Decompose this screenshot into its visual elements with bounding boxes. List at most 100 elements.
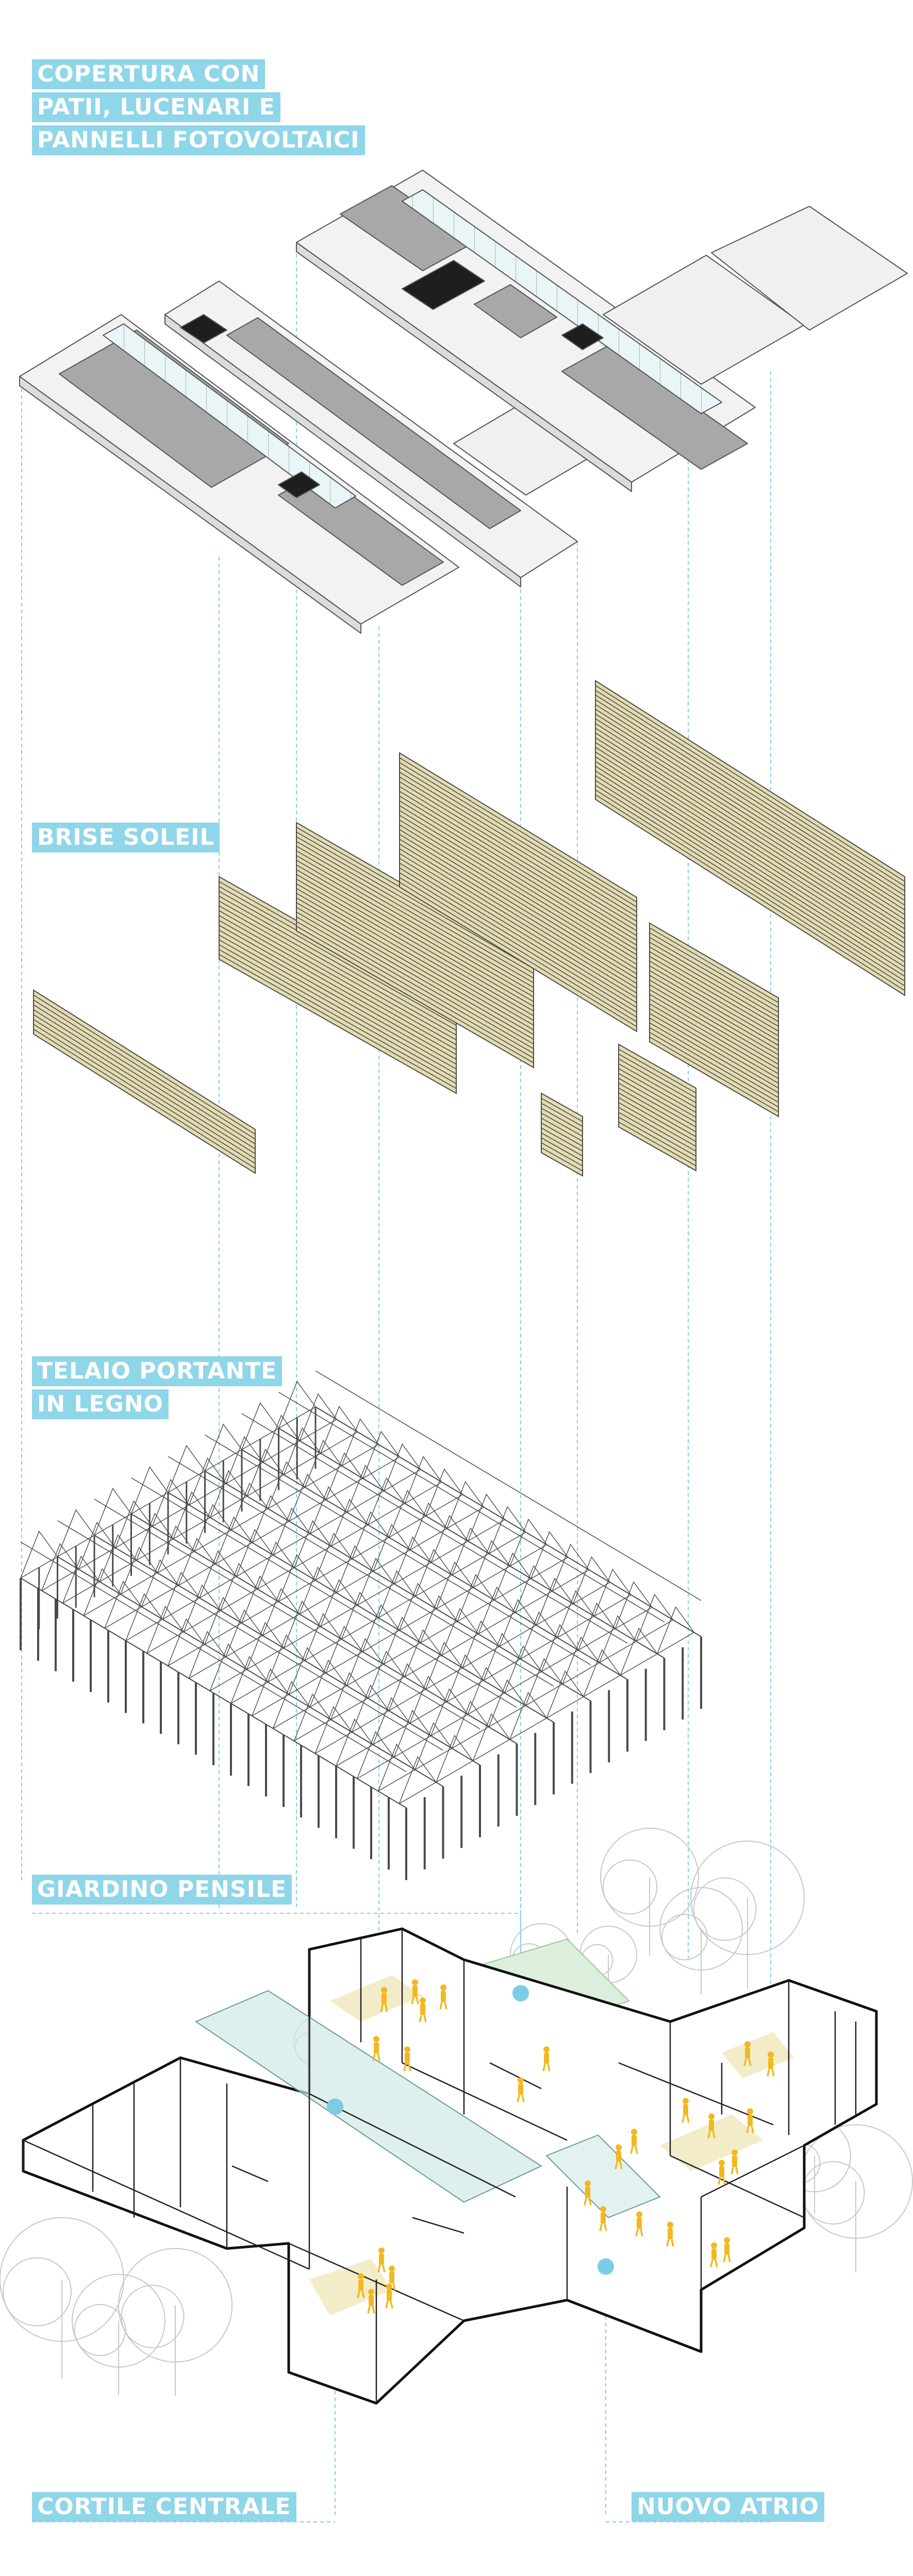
brise-slat: [618, 1097, 696, 1142]
truss: [352, 1511, 390, 1559]
brise-slat: [33, 1024, 256, 1164]
truss: [372, 1697, 410, 1745]
truss: [230, 1655, 269, 1704]
person-leg: [715, 2259, 718, 2268]
person-leg: [751, 2125, 754, 2134]
truss: [499, 1599, 537, 1647]
person-leg: [619, 2161, 623, 2170]
brise-soleil-label: BRISE SOLEIL: [32, 823, 220, 852]
brise-slat: [649, 927, 779, 1003]
brise-slat: [399, 791, 637, 936]
garden-label: GIARDINO PENSILE: [32, 1875, 292, 1905]
wall: [402, 2062, 568, 2141]
truss: [493, 1552, 532, 1600]
brise-slat: [595, 765, 905, 963]
frame-beam: [315, 1406, 702, 1637]
truss: [378, 1570, 416, 1618]
truss: [314, 1706, 353, 1754]
truss: [573, 1556, 610, 1604]
brise-slat: [649, 951, 779, 1027]
person-leg: [547, 2063, 551, 2072]
person-head: [386, 2284, 392, 2290]
brise-slat: [649, 1008, 779, 1084]
brise-slat: [296, 888, 534, 1026]
truss: [314, 1532, 353, 1581]
pv-panel: [474, 284, 557, 338]
person-body: [379, 2254, 384, 2265]
truss: [409, 1502, 447, 1550]
person-body: [709, 2120, 714, 2131]
truss: [425, 1642, 463, 1689]
person-leg: [771, 2069, 775, 2077]
brise-slat: [296, 860, 534, 997]
person-leg: [712, 2130, 716, 2139]
patio-opening: [278, 471, 320, 498]
brise-slat: [296, 864, 534, 1002]
truss: [388, 1489, 426, 1538]
brise-slat: [399, 795, 637, 941]
brise-slat: [595, 737, 905, 934]
person-leg: [599, 2223, 603, 2232]
brise-slat: [399, 867, 637, 1013]
person-body: [632, 2135, 637, 2146]
truss: [536, 1578, 574, 1626]
floor-tint: [330, 1975, 423, 2022]
truss: [530, 1531, 569, 1579]
person-leg: [521, 2094, 525, 2103]
person-head: [389, 2266, 395, 2272]
person-head: [412, 1979, 418, 1986]
roof-layer: [19, 170, 908, 634]
brise-slat: [33, 999, 256, 1140]
wall: [618, 2062, 774, 2126]
truss: [325, 1452, 363, 1500]
person-body: [768, 2058, 773, 2069]
person-leg: [416, 1996, 419, 2005]
truss: [541, 1624, 579, 1672]
brise-slat: [219, 925, 457, 1060]
brise-slat: [595, 770, 905, 967]
tree-canopy: [661, 1914, 708, 1960]
brise-slat: [399, 762, 637, 908]
person-leg: [604, 2223, 607, 2232]
floor-tint: [722, 2032, 794, 2078]
person-leg: [439, 2001, 443, 2010]
tree-canopy: [121, 2285, 185, 2349]
truss: [62, 1555, 100, 1603]
person-body: [369, 2295, 374, 2306]
person-leg: [372, 2053, 376, 2061]
brise-slat: [399, 805, 637, 950]
brise-slat: [595, 761, 905, 958]
person-head: [631, 2129, 637, 2135]
brise-slat: [399, 858, 637, 1003]
person-leg: [743, 2058, 747, 2066]
brise-slat: [296, 878, 534, 1016]
truss: [188, 1631, 226, 1679]
truss: [309, 1486, 347, 1534]
person-head: [373, 2036, 379, 2042]
truss: [173, 1491, 211, 1539]
truss: [599, 1615, 637, 1663]
garden-marker: [512, 1985, 529, 2001]
brise-slat: [33, 1004, 256, 1145]
brise-slat: [399, 824, 637, 970]
brise-slat: [649, 998, 779, 1074]
atrium-marker: [597, 2258, 614, 2275]
person-body: [518, 2083, 523, 2095]
brise-slat: [649, 975, 779, 1051]
brise-slat: [296, 836, 534, 974]
truss: [357, 1557, 395, 1605]
truss: [509, 1692, 547, 1740]
truss: [557, 1590, 595, 1638]
person-leg: [411, 1996, 414, 2005]
truss: [404, 1629, 442, 1677]
brise-slat: [541, 1118, 583, 1142]
truss: [383, 1443, 421, 1491]
truss: [399, 1583, 437, 1631]
brise-slat: [649, 1027, 779, 1103]
frame-ridge: [168, 1456, 554, 1687]
brise-slat: [595, 756, 905, 953]
wall: [412, 2217, 464, 2234]
brise-slat: [33, 1019, 256, 1159]
brise-slat: [618, 1054, 696, 1098]
brise-slat: [399, 786, 637, 931]
